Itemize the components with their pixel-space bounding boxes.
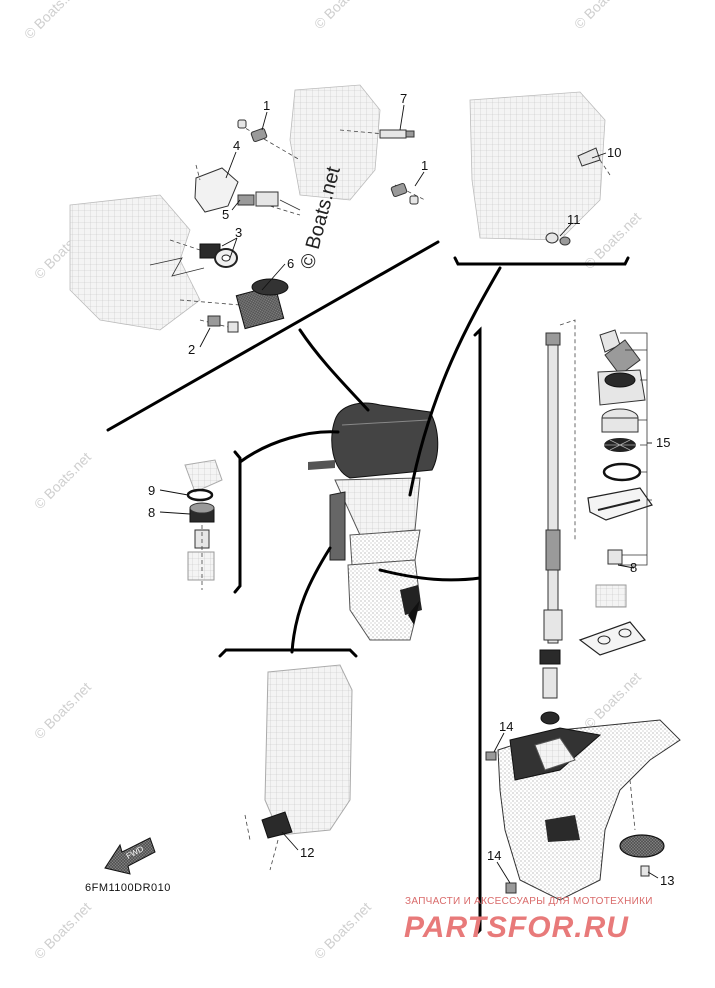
watermark-2: © Boats.net bbox=[311, 0, 374, 32]
callout-8-pump[interactable]: 8 bbox=[630, 560, 637, 575]
brand-footer: ЗАПЧАСТИ И АКСЕССУАРЫ ДЛЯ МОТОТЕХНИКИ PA… bbox=[404, 896, 653, 944]
part-8-thermostat[interactable] bbox=[189, 502, 215, 523]
part-1-fitting-upper[interactable] bbox=[237, 119, 268, 143]
part-2-plug[interactable] bbox=[207, 315, 239, 333]
callout-6[interactable]: 6 bbox=[287, 256, 294, 271]
part-5-bolt[interactable] bbox=[237, 191, 301, 211]
watermark-10: © Boats.net bbox=[311, 899, 374, 962]
leader-lines bbox=[159, 104, 659, 884]
part-11-plug[interactable] bbox=[545, 232, 571, 246]
lower-unit-group bbox=[485, 319, 681, 901]
watermark-6: © Boats.net bbox=[31, 449, 94, 512]
part-3-union[interactable] bbox=[199, 243, 238, 268]
watermark-3: © Boats.net bbox=[571, 0, 634, 32]
callout-13[interactable]: 13 bbox=[660, 873, 674, 888]
crankcase-group bbox=[469, 91, 611, 246]
part-13-trim-anode[interactable] bbox=[619, 834, 665, 877]
callout-14-lower[interactable]: 14 bbox=[487, 848, 501, 863]
part-14-screw-lower[interactable] bbox=[505, 882, 517, 894]
part-12-anode[interactable] bbox=[261, 811, 293, 839]
thermostat-group bbox=[184, 459, 223, 590]
callout-9[interactable]: 9 bbox=[148, 483, 155, 498]
connector-lines bbox=[106, 240, 630, 937]
impeller[interactable] bbox=[601, 408, 639, 452]
water-pump-housing[interactable] bbox=[597, 329, 646, 406]
pump-key-parts[interactable] bbox=[595, 549, 627, 608]
powerhead-block-group bbox=[69, 84, 426, 333]
exhaust-guide-group bbox=[244, 664, 353, 871]
callout-1-lower[interactable]: 1 bbox=[421, 158, 428, 173]
part-4-gasket[interactable] bbox=[194, 167, 239, 213]
watermark-7: © Boats.net bbox=[31, 679, 94, 742]
callouts: 1 7 4 1 5 3 6 2 10 11 9 8 15 8 14 12 14 … bbox=[148, 91, 674, 888]
watermark-9: © Boats.net bbox=[31, 899, 94, 962]
outboard-motor bbox=[308, 402, 439, 641]
callout-3[interactable]: 3 bbox=[235, 225, 242, 240]
pump-oring[interactable] bbox=[602, 462, 642, 482]
callout-10[interactable]: 10 bbox=[607, 145, 621, 160]
part-1-fitting-lower[interactable] bbox=[390, 182, 419, 205]
forward-arrow: FWD bbox=[104, 837, 156, 875]
callout-15[interactable]: 15 bbox=[656, 435, 670, 450]
callout-2[interactable]: 2 bbox=[188, 342, 195, 357]
callout-12[interactable]: 12 bbox=[300, 845, 314, 860]
part-9-oring[interactable] bbox=[186, 488, 214, 502]
brand-tagline: ЗАПЧАСТИ И АКСЕССУАРЫ ДЛЯ МОТОТЕХНИКИ bbox=[405, 896, 653, 907]
callout-8-thermostat[interactable]: 8 bbox=[148, 505, 155, 520]
part-6-oil-filter[interactable] bbox=[235, 278, 289, 330]
callout-11[interactable]: 11 bbox=[567, 212, 581, 227]
diagram-code: 6FM1100DR010 bbox=[85, 882, 171, 894]
callout-1-upper[interactable]: 1 bbox=[263, 98, 270, 113]
callout-4[interactable]: 4 bbox=[233, 138, 240, 153]
callout-5[interactable]: 5 bbox=[222, 207, 229, 222]
watermark-1: © Boats.net bbox=[21, 0, 84, 42]
callout-7[interactable]: 7 bbox=[400, 91, 407, 106]
part-14-screw-upper[interactable] bbox=[485, 751, 497, 761]
lower-gasket[interactable] bbox=[578, 621, 647, 656]
brand-logo: PARTSFOR.RU bbox=[404, 911, 629, 944]
callout-14-upper[interactable]: 14 bbox=[499, 719, 513, 734]
part-7-spark-plug[interactable] bbox=[379, 129, 415, 139]
